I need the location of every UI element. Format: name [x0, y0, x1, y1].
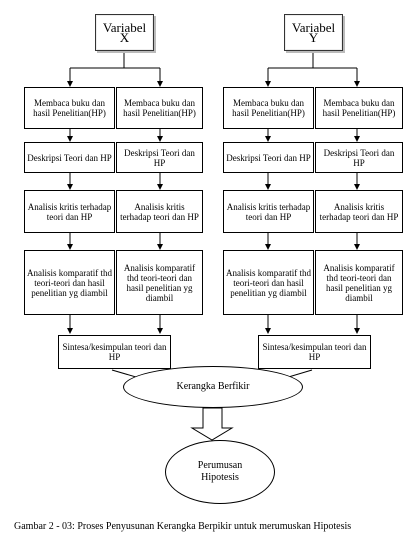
x2-comparative-label: Analisis komparatif thd teori-teori dan …: [123, 262, 196, 303]
variable-y-label: Variabel Y: [291, 19, 336, 45]
x1-describe-box: Deskripsi Teori dan HP: [24, 142, 115, 173]
y2-comparative-box: Analisis komparatif thd teori-teori dan …: [315, 250, 403, 315]
x2-describe-box: Deskripsi Teori dan HP: [116, 142, 203, 173]
x2-critical-box: Analisis kritis terhadap teori dan HP: [116, 190, 203, 233]
y1-describe-box: Deskripsi Teori dan HP: [223, 142, 314, 173]
x1-read-label: Membaca buku dan hasil Penelitian(HP): [33, 98, 106, 118]
y1-comparative-box: Analisis komparatif thd teori-teori dan …: [223, 250, 314, 315]
y2-comparative-label: Analisis komparatif thd teori-teori dan …: [323, 262, 395, 303]
x-synthesis-label: Sintesa/kesimpulan teori dan HP: [62, 342, 167, 362]
y-synthesis-label: Sintesa/kesimpulan teori dan HP: [262, 342, 367, 362]
x2-critical-label: Analisis kritis terhadap teori dan HP: [120, 201, 199, 222]
y2-read-box: Membaca buku dan hasil Penelitian(HP): [315, 87, 403, 129]
x1-describe-label: Deskripsi Teori dan HP: [27, 152, 112, 163]
y1-read-box: Membaca buku dan hasil Penelitian(HP): [223, 87, 314, 129]
hypothesis-label: Perumusan Hipotesis: [197, 460, 243, 483]
variable-y-box: Variabel Y: [284, 14, 343, 51]
x1-comparative-label: Analisis komparatif thd teori-teori dan …: [27, 267, 112, 298]
figure-caption: Gambar 2 - 03: Proses Penyusunan Kerangk…: [14, 521, 352, 532]
y2-critical-label: Analisis kritis terhadap teori dan HP: [319, 201, 399, 222]
x1-critical-box: Analisis kritis terhadap teori dan HP: [24, 190, 115, 233]
y2-describe-box: Deskripsi Teori dan HP: [315, 142, 403, 173]
framework-oval: Kerangka Berfikir: [123, 366, 303, 408]
x2-comparative-box: Analisis komparatif thd teori-teori dan …: [116, 250, 203, 315]
framework-label: Kerangka Berfikir: [176, 381, 250, 392]
y1-read-label: Membaca buku dan hasil Penelitian(HP): [232, 98, 305, 118]
variable-x-label: Variabel X: [102, 19, 147, 45]
y1-describe-label: Deskripsi Teori dan HP: [226, 152, 311, 163]
x2-read-box: Membaca buku dan hasil Penelitian(HP): [116, 87, 203, 129]
y2-read-label: Membaca buku dan hasil Penelitian(HP): [322, 98, 396, 118]
x1-comparative-box: Analisis komparatif thd teori-teori dan …: [24, 250, 115, 315]
x1-read-box: Membaca buku dan hasil Penelitian(HP): [24, 87, 115, 129]
y1-critical-box: Analisis kritis terhadap teori dan HP: [223, 190, 314, 233]
hypothesis-oval: Perumusan Hipotesis: [165, 440, 275, 504]
y1-comparative-label: Analisis komparatif thd teori-teori dan …: [226, 267, 311, 298]
x2-read-label: Membaca buku dan hasil Penelitian(HP): [123, 98, 196, 118]
x1-critical-label: Analisis kritis terhadap teori dan HP: [27, 201, 112, 222]
y1-critical-label: Analisis kritis terhadap teori dan HP: [226, 201, 311, 222]
variable-x-box: Variabel X: [95, 14, 154, 51]
x2-describe-label: Deskripsi Teori dan HP: [124, 147, 195, 168]
y2-critical-box: Analisis kritis terhadap teori dan HP: [315, 190, 403, 233]
x-synthesis-box: Sintesa/kesimpulan teori dan HP: [58, 335, 171, 369]
y2-describe-label: Deskripsi Teori dan HP: [323, 147, 395, 168]
y-synthesis-box: Sintesa/kesimpulan teori dan HP: [258, 335, 371, 369]
